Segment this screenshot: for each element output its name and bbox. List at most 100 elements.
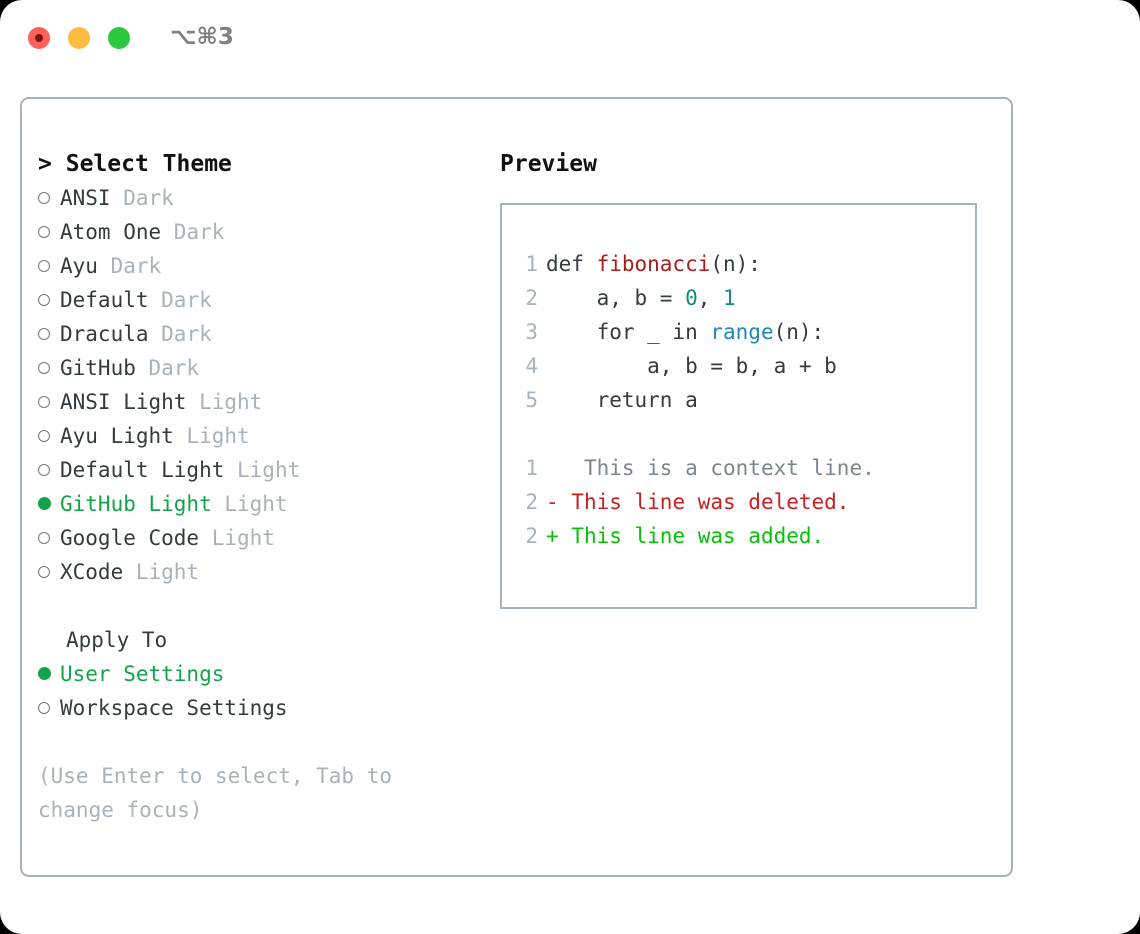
radio-unselected-icon[interactable] [38, 385, 60, 419]
page-title: > Select Theme [38, 147, 478, 181]
theme-option-name: Ayu [60, 254, 98, 278]
theme-option-kind: Light [199, 526, 275, 550]
theme-option-name: Ayu Light [60, 424, 174, 448]
radio-unselected-icon[interactable] [38, 521, 60, 555]
theme-option-name: Dracula [60, 322, 149, 346]
radio-unselected-icon[interactable] [38, 283, 60, 317]
radio-dot [38, 226, 50, 238]
apply-to-option[interactable]: User Settings [38, 657, 478, 691]
code-token-plain: , [697, 286, 724, 310]
apply-to-option[interactable]: Workspace Settings [38, 691, 478, 725]
code-token-call: range [710, 320, 774, 344]
code-line: 4 a, b = b, a + b [516, 349, 975, 383]
diff-line-text: This line was added. [558, 524, 825, 548]
prompt-caret-icon: > [38, 151, 52, 177]
theme-option[interactable]: Default Dark [38, 283, 478, 317]
radio-unselected-icon[interactable] [38, 351, 60, 385]
close-button[interactable] [28, 27, 50, 49]
theme-option-name: Default [60, 288, 149, 312]
radio-unselected-icon[interactable] [38, 691, 60, 725]
radio-selected-icon[interactable] [38, 657, 60, 691]
title-bar: ⌥⌘3 [0, 0, 1140, 76]
theme-option-kind: Light [173, 424, 250, 448]
preview-title: Preview [500, 151, 597, 177]
radio-dot [38, 667, 51, 680]
theme-option[interactable]: Atom One Dark [38, 215, 478, 249]
radio-dot [38, 294, 50, 306]
code-line: 3 for _ in range(n): [516, 315, 975, 349]
theme-option[interactable]: XCode Light [38, 555, 478, 589]
code-line-number: 2 [525, 286, 538, 310]
theme-option-name: ANSI [60, 186, 111, 210]
keyboard-hint-text: (Use Enter to select, Tab to change focu… [38, 764, 393, 822]
code-line-number: 5 [525, 388, 538, 412]
maximize-button[interactable] [108, 27, 130, 49]
diff-line-number: 1 [525, 456, 538, 480]
radio-dot [38, 702, 50, 714]
theme-option-kind: Dark [97, 254, 162, 278]
diff-line-text: This line was deleted. [558, 490, 850, 514]
theme-option-kind: Light [123, 560, 200, 584]
radio-unselected-icon[interactable] [38, 249, 60, 283]
apply-to-title: Apply To [66, 628, 168, 652]
theme-option[interactable]: Dracula Dark [38, 317, 478, 351]
radio-unselected-icon[interactable] [38, 453, 60, 487]
code-token-plain: def [546, 252, 597, 276]
radio-unselected-icon[interactable] [38, 555, 60, 589]
apply-to-option-name: User Settings [60, 662, 225, 686]
theme-option[interactable]: Default Light Light [38, 453, 478, 487]
code-token-plain: (n): [773, 320, 825, 344]
theme-option-kind: Dark [148, 322, 212, 346]
theme-option-name: XCode [60, 560, 124, 584]
diff-line-added: 2+ This line was added. [516, 519, 975, 553]
radio-dot [38, 260, 50, 272]
theme-option-name: GitHub [60, 356, 136, 380]
diff-marker [546, 456, 559, 480]
radio-unselected-icon[interactable] [38, 181, 60, 215]
theme-option[interactable]: GitHub Light Light [38, 487, 478, 521]
radio-dot [38, 464, 50, 476]
page-title-text: Select Theme [65, 151, 232, 177]
code-token-plain: a, b = b, a + b [546, 354, 837, 378]
theme-option-kind: Dark [148, 288, 212, 312]
radio-dot [38, 362, 50, 374]
theme-option[interactable]: GitHub Dark [38, 351, 478, 385]
theme-option[interactable]: ANSI Light Light [38, 385, 478, 419]
diff-line-number: 2 [525, 490, 538, 514]
code-line: 5 return a [516, 383, 975, 417]
theme-option[interactable]: Ayu Dark [38, 249, 478, 283]
minimize-button[interactable] [68, 27, 90, 49]
theme-option-kind: Dark [135, 356, 200, 380]
theme-option[interactable]: Google Code Light [38, 521, 478, 555]
theme-option-kind: Dark [161, 220, 225, 244]
theme-option-name: Atom One [60, 220, 162, 244]
radio-dot [38, 192, 50, 204]
theme-option[interactable]: Ayu Light Light [38, 419, 478, 453]
radio-unselected-icon[interactable] [38, 317, 60, 351]
code-token-fn: fibonacci [596, 252, 711, 276]
code-token-plain: for _ in [546, 320, 711, 344]
theme-option-name: GitHub Light [60, 492, 212, 516]
radio-selected-icon[interactable] [38, 487, 60, 521]
keyboard-shortcut-label: ⌥⌘3 [170, 24, 234, 50]
theme-option-kind: Light [224, 458, 301, 482]
radio-unselected-icon[interactable] [38, 215, 60, 249]
radio-unselected-icon[interactable] [38, 419, 60, 453]
diff-marker: + [546, 524, 559, 548]
theme-option[interactable]: ANSI Dark [38, 181, 478, 215]
code-line-number: 1 [525, 252, 538, 276]
radio-dot [38, 566, 50, 578]
apply-to-option-name: Workspace Settings [60, 696, 288, 720]
theme-option-name: Default Light [60, 458, 225, 482]
radio-dot [38, 328, 50, 340]
theme-option-name: Google Code [60, 526, 200, 550]
theme-option-name: ANSI Light [60, 390, 187, 414]
